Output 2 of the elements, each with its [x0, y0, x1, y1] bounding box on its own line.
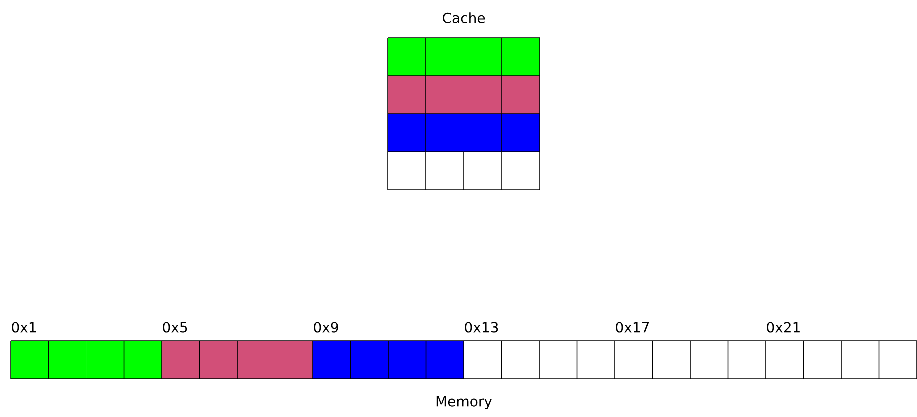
- heading: Memory: [436, 396, 492, 410]
- heading: Cache: [443, 12, 486, 24]
